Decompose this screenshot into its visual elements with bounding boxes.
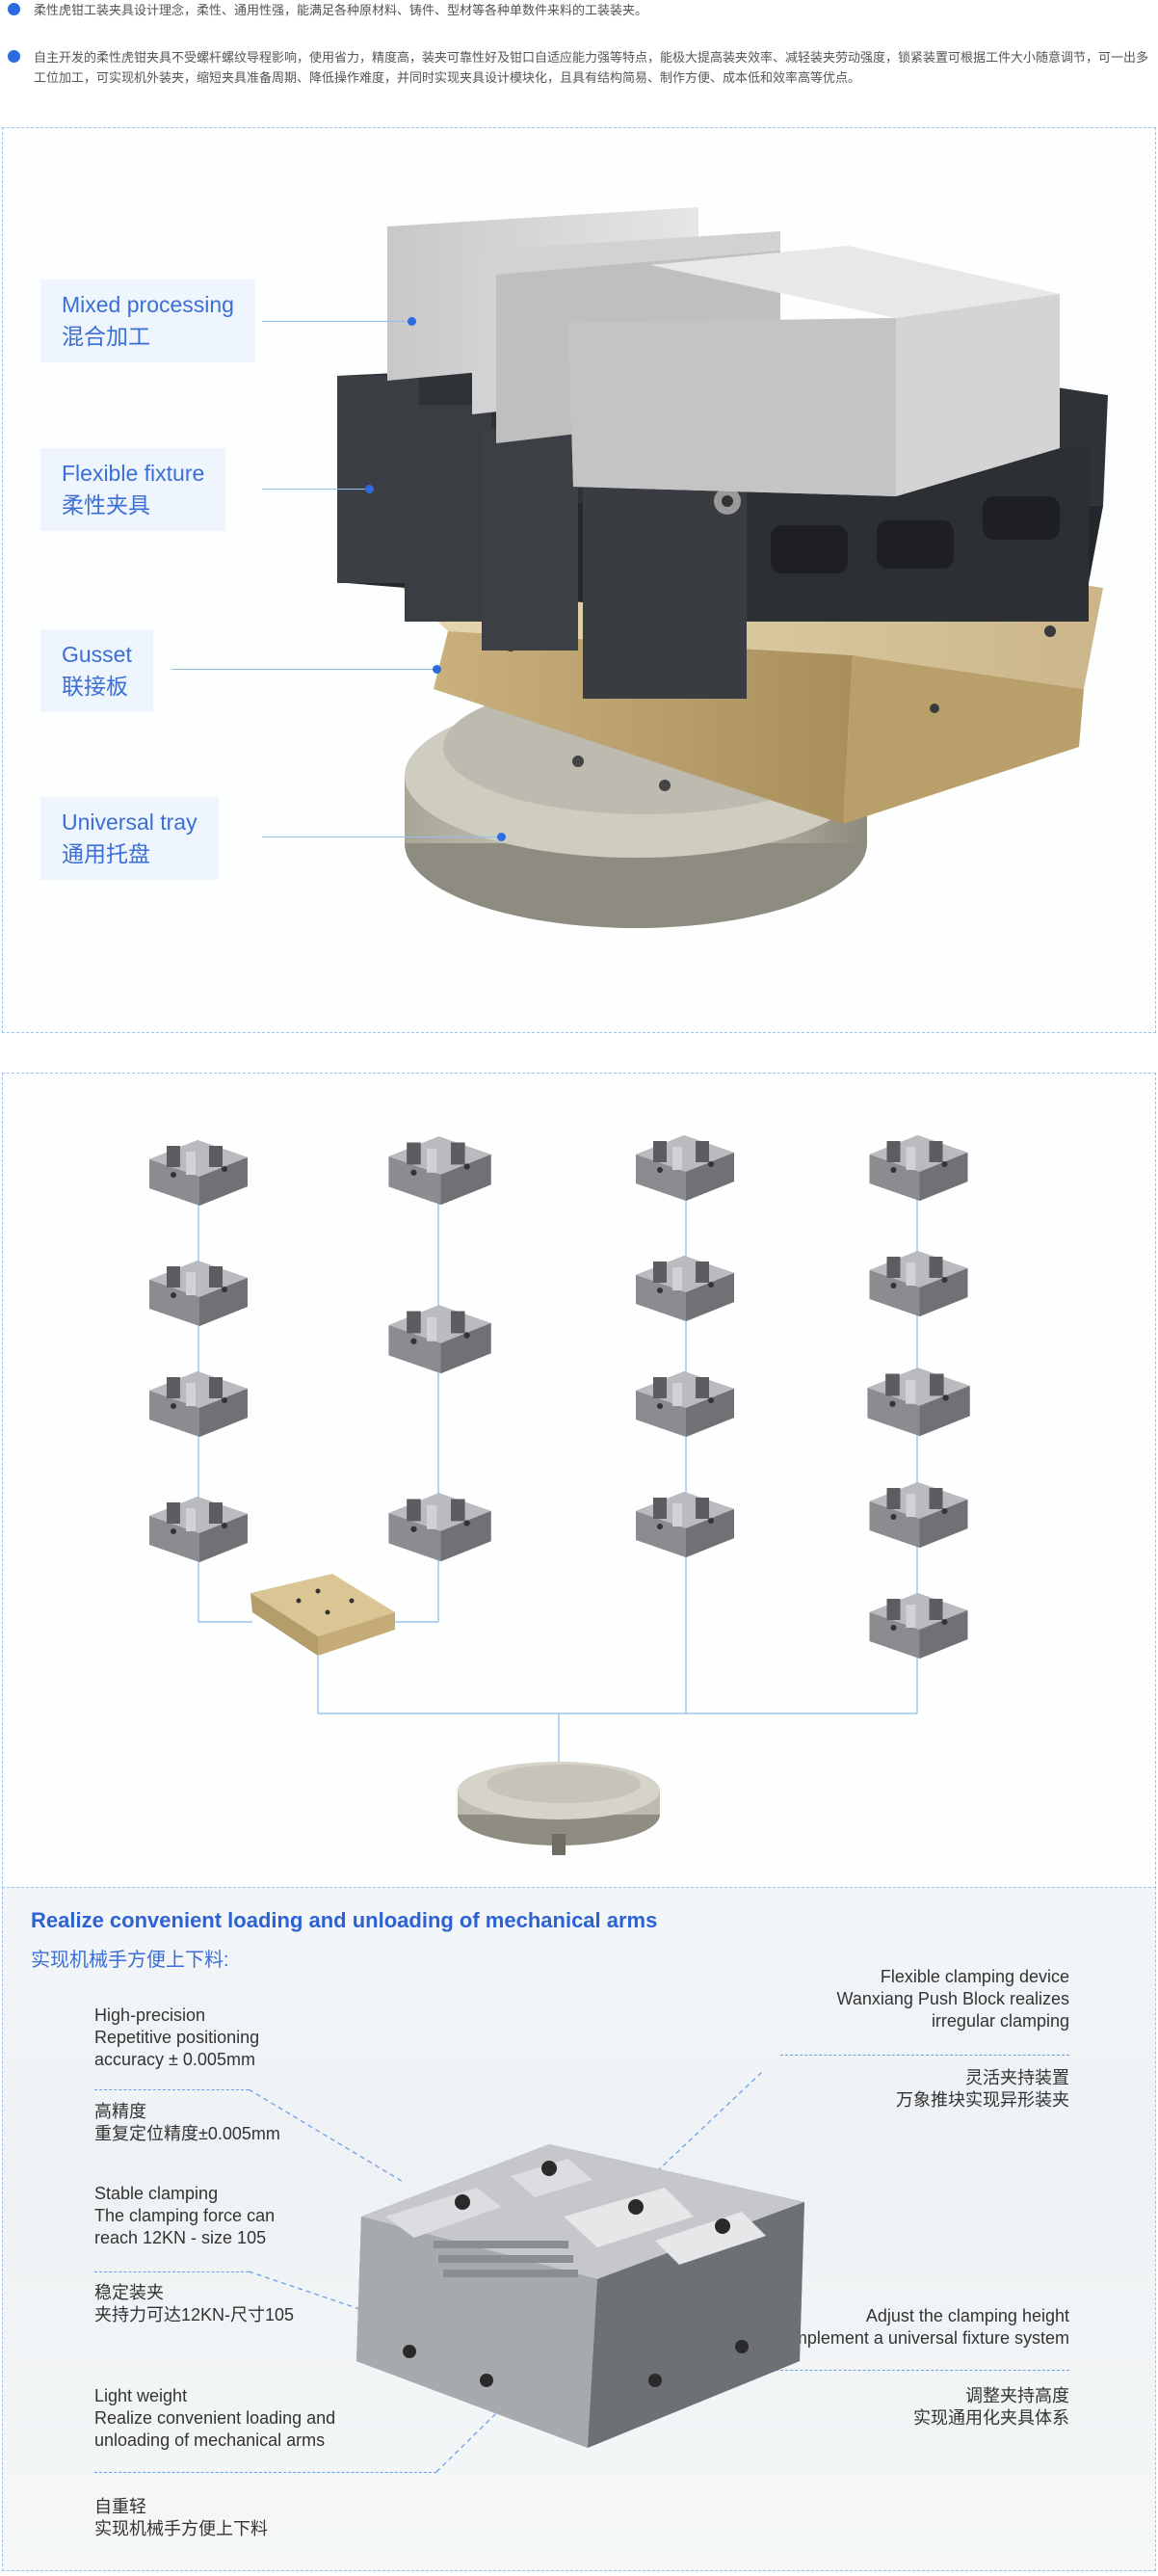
- blue-dot-icon: [8, 3, 20, 15]
- vise-module: [149, 1371, 248, 1437]
- intro-text-1: 柔性虎钳工装夹具设计理念，柔性、通用性强，能满足各种原材料、铸件、型材等各种单数…: [34, 3, 648, 17]
- intro-text-2: 自主开发的柔性虎钳夹具不受螺杆螺纹导程影响，使用省力，精度高，装夹可靠性好及钳口…: [34, 50, 1149, 85]
- feature-weight-cn: 自重轻 实现机械手方便上下料: [94, 2497, 268, 2538]
- fixture-assembly-illustration: [337, 207, 1108, 928]
- dashed-divider: [761, 2370, 1069, 2371]
- label-mixed-processing: Mixed processing 混合加工: [40, 279, 255, 362]
- leader-line: [262, 489, 366, 490]
- feature-weight-en: Light weight Realize convenient loading …: [94, 2386, 336, 2450]
- blue-dot-icon: [8, 50, 20, 63]
- feature-flexible-en: Flexible clamping device Wanxiang Push B…: [836, 1967, 1069, 2031]
- section-title: Realize convenient loading and unloading…: [31, 1908, 658, 1932]
- pointer-dot-icon: [365, 485, 374, 493]
- modular-combination-tree: [149, 1135, 970, 1855]
- pointer-dot-icon: [497, 833, 506, 841]
- label-flexible-fixture: Flexible fixture 柔性夹具: [40, 448, 226, 531]
- vise-module: [869, 1135, 968, 1201]
- pointer-dot-icon: [433, 665, 441, 674]
- gusset-plate-module: [250, 1574, 395, 1656]
- vise-module: [388, 1493, 491, 1562]
- feature-clamping-cn: 稳定装夹 夹持力可达12KN-尺寸105: [94, 2283, 295, 2324]
- section-subtitle: 实现机械手方便上下料:: [31, 1950, 229, 1971]
- intro-bullet-2: 自主开发的柔性虎钳夹具不受螺杆螺纹导程影响，使用省力，精度高，装夹可靠性好及钳口…: [8, 47, 1151, 88]
- leader-line: [262, 321, 408, 322]
- workpiece-3: [650, 246, 1060, 318]
- vise-module: [388, 1305, 491, 1374]
- dashed-divider: [94, 2271, 249, 2272]
- vise-module: [149, 1497, 248, 1562]
- feature-precision-cn: 高精度 重复定位精度±0.005mm: [94, 2102, 280, 2143]
- feature-flexible-cn: 灵活夹持装置 万象推块实现异形装夹: [896, 2068, 1069, 2110]
- modular-system-section: [2, 1073, 1156, 1889]
- vise-module: [867, 1368, 970, 1437]
- pointer-dot-icon: [408, 317, 416, 326]
- intro-bullet-1: 柔性虎钳工装夹具设计理念，柔性、通用性强，能满足各种原材料、铸件、型材等各种单数…: [8, 0, 1142, 20]
- vise-module: [388, 1136, 491, 1206]
- universal-tray-module: [458, 1762, 660, 1855]
- feature-height-en: Adjust the clamping height Implement a u…: [787, 2306, 1069, 2348]
- vise-module: [636, 1135, 734, 1201]
- vise-module: [869, 1251, 968, 1316]
- dashed-divider: [94, 2472, 436, 2473]
- vise-module: [149, 1261, 248, 1326]
- precision-vise-illustration: [248, 2072, 804, 2473]
- leader-line: [171, 669, 434, 670]
- vise-module: [869, 1593, 968, 1659]
- feature-precision-en: High-precision Repetitive positioning ac…: [94, 2005, 260, 2069]
- dashed-divider: [780, 2055, 1069, 2056]
- vise-module: [869, 1482, 968, 1548]
- feature-clamping-en: Stable clamping The clamping force can r…: [94, 2184, 276, 2247]
- vise-module: [636, 1371, 734, 1437]
- label-gusset: Gusset 联接板: [40, 629, 153, 712]
- label-universal-tray: Universal tray 通用托盘: [40, 797, 219, 880]
- feature-height-cn: 调整夹持高度 实现通用化夹具体系: [913, 2386, 1069, 2428]
- dashed-divider: [94, 2089, 249, 2090]
- vise-module: [149, 1140, 248, 1206]
- vise-module: [636, 1492, 734, 1557]
- vise-module: [636, 1256, 734, 1321]
